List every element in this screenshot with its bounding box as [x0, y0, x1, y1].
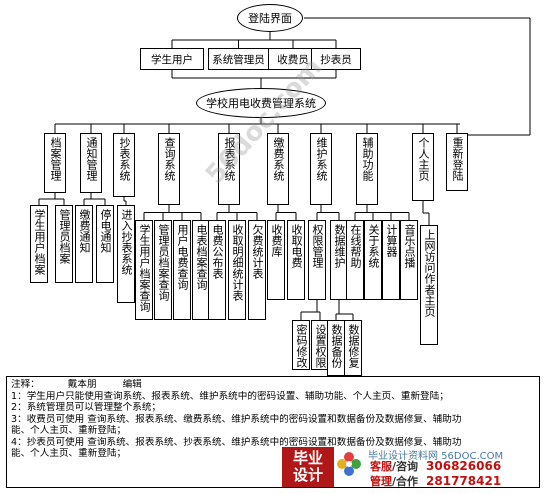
notes-line: 能、个人主页、重新登陆；: [11, 448, 127, 459]
banner-contact: 客服/咨询 306826066 管理/合作 281778421: [370, 459, 501, 489]
module-child-box: 学生用户档案查询: [135, 220, 153, 320]
notes-title: 注释：: [11, 379, 40, 390]
module-child-box: 音乐点播: [400, 220, 418, 300]
notes-line: 2：系统管理员可以管理整个系统；: [11, 402, 162, 413]
promo-banner[interactable]: 毕业 设计 毕业设计资料网 56DOC.COM 客服/咨询 306826066 管…: [282, 447, 540, 489]
notes-line: 1：学生用户只能使用查询系统、报表系统、维护系统中的密码设置、辅助功能、个人主页…: [11, 390, 449, 402]
notes-author: 戴本朋: [67, 379, 97, 390]
module-child-box: 关于系统: [364, 220, 382, 300]
login-node: 登陆界面: [237, 4, 303, 32]
module-child-box: 电表档案查询: [192, 220, 210, 320]
module-child-box: 管理员档案查询: [154, 220, 172, 320]
module-box: 个人主页: [412, 133, 434, 201]
user-role-box: 系统管理员: [208, 48, 269, 70]
module-child-box: 用户电费查询: [173, 220, 191, 320]
contact-number-2: 281778421: [426, 474, 502, 488]
contact-sep-1: /咨询: [392, 460, 419, 473]
module-child-box: 权限管理: [308, 220, 326, 300]
module-child-box: 学生用户档案: [30, 205, 48, 283]
contact-number-1: 306826066: [426, 459, 502, 473]
module-box: 辅助功能: [356, 133, 378, 205]
module-child-box: 缴费通知: [75, 205, 93, 283]
notes-editor: 编辑: [122, 379, 142, 390]
module-child-box: 收取明细统计表: [228, 220, 246, 320]
system-node: 学校用电收费管理系统: [196, 88, 326, 118]
notes-line: 能、个人主页、重新登陆；: [11, 425, 127, 436]
notes-line: 4：抄表员可使用 查询系统、报表系统、抄表系统、维护系统中的密码设置和数据备份及…: [11, 436, 462, 448]
user-role-box: 收费员: [268, 48, 318, 70]
banner-logo: 毕业 设计: [282, 447, 334, 487]
module-child-box: 收取电费: [287, 220, 305, 300]
module-child-box: 管理员档案: [55, 205, 73, 283]
module-box: 抄表系统: [113, 133, 135, 197]
module-box: 缴费系统: [267, 133, 289, 205]
module-child-box: 收费库: [267, 220, 285, 300]
notes-line: 3：收费员可使用 查询系统、报表系统、缴费系统、维护系统中的密码设置和数据备份及…: [11, 413, 462, 425]
module-child-box: 欠费统计表: [248, 220, 266, 320]
user-role-box: 学生用户: [140, 48, 204, 70]
logo-line-1: 毕业: [292, 449, 323, 467]
grandchild-box: 密码修改: [292, 320, 310, 370]
grandchild-box: 数据修复: [344, 320, 362, 376]
module-child-box: 进入抄表系统: [117, 205, 135, 303]
contact-label-2: 管理: [370, 475, 392, 488]
module-box: 通知管理: [80, 133, 102, 193]
module-child-box: 停电通知: [96, 205, 114, 283]
module-box: 查询系统: [158, 133, 180, 205]
module-child-box: 上网访问作者主页: [420, 225, 438, 345]
module-child-box: 计算器: [382, 220, 400, 300]
user-role-box: 抄表员: [311, 48, 361, 70]
module-box: 重新登陆: [446, 133, 468, 191]
module-child-box: 电费公布表: [208, 220, 226, 320]
logo-line-2: 设计: [292, 466, 323, 484]
contact-sep-2: /合作: [392, 475, 419, 488]
module-box: 报表系统: [218, 133, 240, 205]
module-child-box: 在线帮助: [346, 220, 364, 300]
grandchild-box: 数据备份: [327, 320, 345, 376]
contact-label-1: 客服: [370, 460, 392, 473]
module-box: 档案管理: [44, 133, 66, 193]
notes-header: 注释： 戴本朋 编辑: [11, 379, 535, 391]
banner-site: 毕业设计资料网 56DOC.COM: [368, 451, 504, 462]
flower-icon: [337, 452, 361, 476]
module-box: 维护系统: [310, 133, 332, 205]
grandchild-box: 设置权限: [311, 320, 329, 370]
notes-panel: 注释： 戴本朋 编辑 1：学生用户只能使用查询系统、报表系统、维护系统中的密码设置、…: [6, 376, 540, 488]
